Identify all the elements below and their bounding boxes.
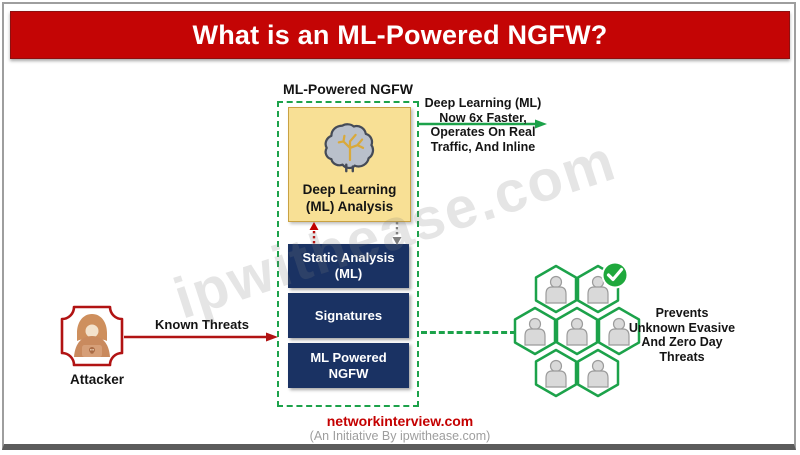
speed-note: Deep Learning (ML) Now 6x Faster, Operat…: [424, 96, 542, 154]
deep-learning-label: Deep Learning (ML) Analysis: [302, 182, 397, 214]
deep-learning-box: Deep Learning (ML) Analysis: [288, 107, 411, 222]
brain-icon: [324, 123, 374, 173]
speed-arrow: [419, 119, 547, 129]
known-threats-arrow: [124, 332, 278, 342]
user-icon: [513, 306, 557, 356]
ngfw-group-label: ML-Powered NGFW: [283, 81, 413, 97]
user-icon: [576, 348, 620, 398]
ngfw-boundary: [277, 101, 419, 407]
endpoint-cluster: [513, 261, 641, 398]
known-threats-label: Known Threats: [155, 317, 249, 332]
title-banner: What is an ML-Powered NGFW?: [10, 11, 790, 59]
page-title: What is an ML-Powered NGFW?: [192, 19, 608, 50]
hooded-hacker-icon: [60, 305, 124, 367]
user-icon: [534, 264, 578, 314]
signatures-box: Signatures: [288, 293, 409, 338]
user-icon: [534, 348, 578, 398]
ml-powered-ngfw-box: ML Powered NGFW: [288, 343, 409, 388]
gray-dotted-arrow-down: [392, 222, 402, 245]
ngfw-to-endpoints-connector: [421, 331, 516, 334]
red-dotted-arrow-up: [309, 222, 319, 245]
prevention-note: Prevents Unknown Evasive And Zero Day Th…: [628, 306, 736, 364]
check-icon: [601, 261, 629, 289]
footer-site-text: networkinterview.com: [326, 413, 474, 429]
static-analysis-box: Static Analysis (ML): [288, 244, 409, 288]
attacker-label: Attacker: [69, 372, 125, 387]
user-icon: [555, 306, 599, 356]
footer-initiative-text: (An Initiative By ipwithease.com): [309, 429, 491, 443]
